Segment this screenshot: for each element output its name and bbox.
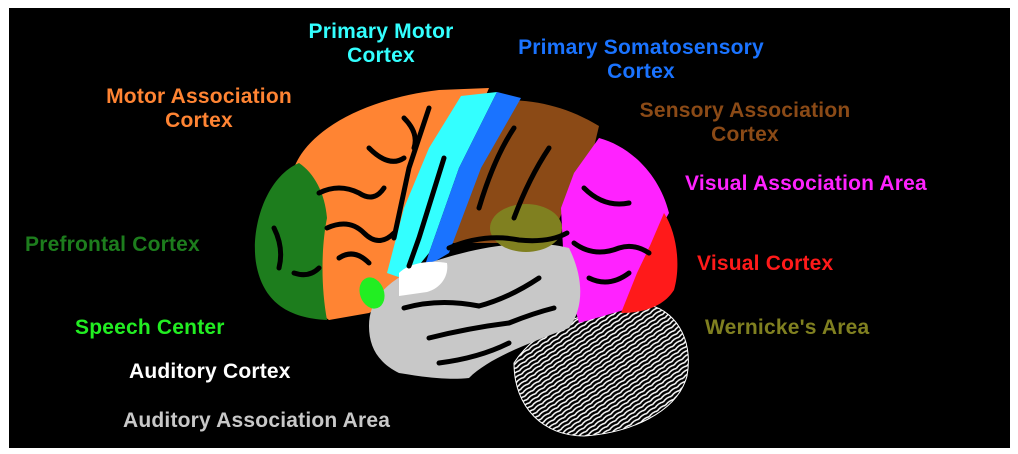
label-auditory-cortex: Auditory Cortex bbox=[129, 360, 291, 384]
label-visual-cortex: Visual Cortex bbox=[697, 252, 833, 276]
label-motor-association: Motor Association Cortex bbox=[106, 85, 292, 133]
label-auditory-association: Auditory Association Area bbox=[123, 409, 390, 433]
prefrontal-region bbox=[255, 163, 327, 320]
label-wernicke: Wernicke's Area bbox=[705, 316, 869, 340]
label-sensory-association-line1: Sensory Association bbox=[640, 99, 851, 123]
label-primary-motor-line1: Primary Motor bbox=[309, 20, 454, 44]
label-primary-motor-line2: Cortex bbox=[309, 44, 454, 68]
label-sensory-association: Sensory Association Cortex bbox=[640, 99, 851, 147]
label-primary-somatosensory: Primary Somatosensory Cortex bbox=[518, 36, 764, 84]
label-sensory-association-line2: Cortex bbox=[640, 123, 851, 147]
label-primary-somatosensory-line2: Cortex bbox=[518, 60, 764, 84]
label-prefrontal: Prefrontal Cortex bbox=[25, 233, 200, 257]
label-primary-somatosensory-line1: Primary Somatosensory bbox=[518, 36, 764, 60]
label-visual-association: Visual Association Area bbox=[685, 172, 927, 196]
wernicke-region bbox=[490, 204, 562, 252]
label-motor-association-line1: Motor Association bbox=[106, 85, 292, 109]
brain-diagram-frame: Primary Motor Cortex Primary Somatosenso… bbox=[9, 8, 1010, 448]
label-motor-association-line2: Cortex bbox=[106, 109, 292, 133]
label-primary-motor: Primary Motor Cortex bbox=[309, 20, 454, 68]
label-speech-center: Speech Center bbox=[75, 316, 225, 340]
